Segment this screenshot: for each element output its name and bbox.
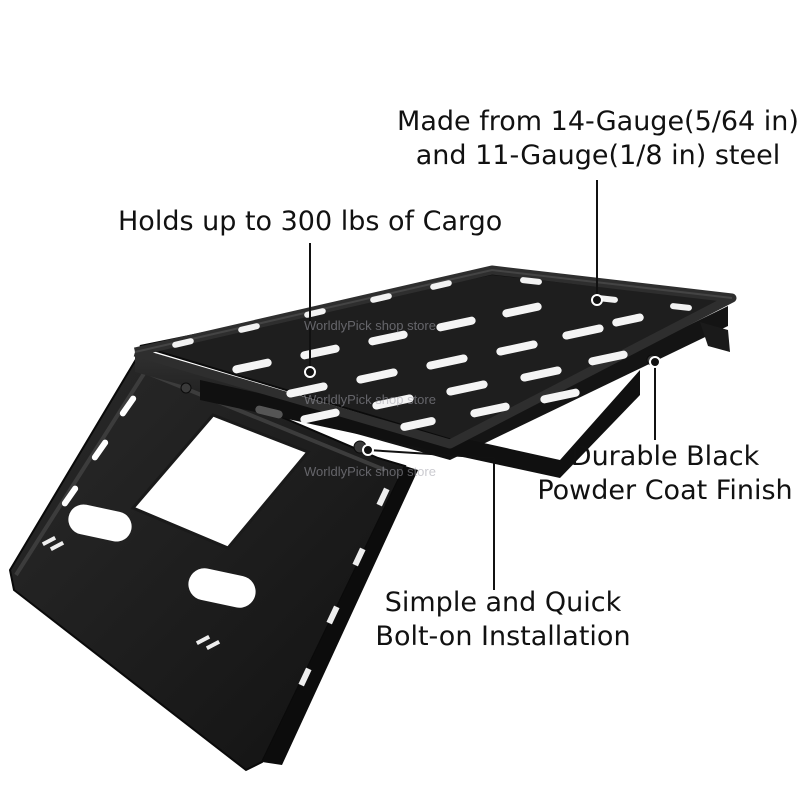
callout-line: Simple and Quick — [384, 587, 622, 618]
watermark-text: WorldlyPick shop store — [304, 464, 436, 479]
leader-lines — [304, 180, 661, 590]
callout-line: Durable Black — [570, 441, 760, 472]
callout-line: Made from 14-Gauge(5/64 in) — [397, 106, 799, 137]
callout-line: Bolt-on Installation — [375, 621, 631, 652]
watermark-text: WorldlyPick shop store — [304, 318, 436, 333]
callout-line: Holds up to 300 lbs of Cargo — [118, 206, 503, 237]
callout-cargo-capacity: Holds up to 300 lbs of Cargo — [118, 205, 502, 239]
callout-powder-coat: Durable Black Powder Coat Finish — [530, 440, 800, 508]
callout-steel-gauge: Made from 14-Gauge(5/64 in) and 11-Gauge… — [396, 105, 800, 173]
side-mount-panel — [8, 354, 418, 772]
callout-line: Powder Coat Finish — [537, 475, 793, 506]
watermark-text: WorldlyPick shop store — [304, 392, 436, 407]
callout-bolt-on: Simple and Quick Bolt-on Installation — [368, 586, 638, 654]
cargo-tray — [133, 265, 737, 478]
callout-line: and 11-Gauge(1/8 in) steel — [415, 140, 781, 171]
